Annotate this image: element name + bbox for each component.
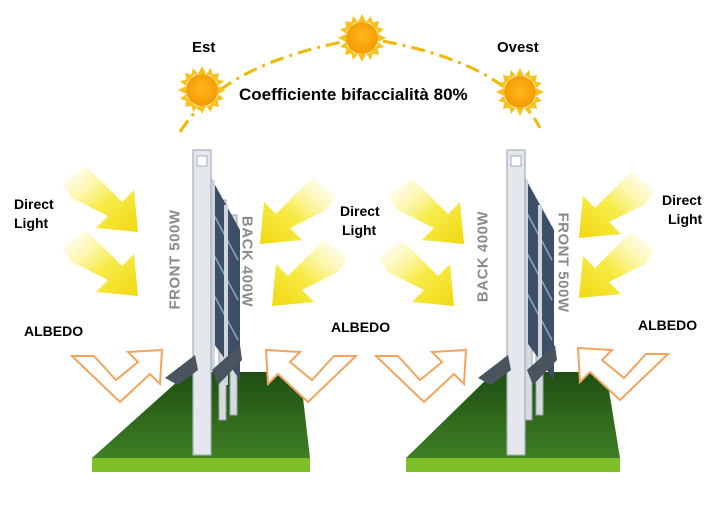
albedo-label-left: ALBEDO — [24, 323, 84, 339]
direct-light-text-middle-1: Direct — [340, 203, 380, 219]
direct-light-arrow-7 — [579, 172, 655, 238]
direct-light-arrow-6 — [378, 240, 454, 306]
albedo-arrow-3 — [375, 349, 467, 403]
direct-light-arrow-3 — [260, 178, 336, 244]
back-label-left: BACK 400W — [238, 215, 256, 308]
direct-light-label-right: Direct Light — [662, 192, 703, 228]
bifacial-panel-left — [165, 149, 242, 456]
sun-icon-noon — [338, 14, 386, 62]
bifacial-panel-right — [478, 149, 557, 456]
direct-light-arrow-4 — [272, 240, 348, 306]
albedo-arrow-1 — [71, 349, 163, 403]
direct-light-arrow-2 — [62, 230, 138, 296]
direct-light-arrow-5 — [388, 178, 464, 244]
direct-light-arrow-1 — [62, 166, 138, 232]
albedo-label-right: ALBEDO — [638, 317, 698, 333]
direct-light-text-left-2: Light — [14, 215, 49, 232]
direct-light-arrow-8 — [579, 232, 655, 298]
diagram-title: Coefficiente bifaccialità 80% — [239, 85, 468, 104]
sun-icon-west — [496, 68, 544, 116]
east-label: Est — [192, 39, 216, 56]
direct-light-label-left: Direct Light — [14, 196, 54, 232]
albedo-label-middle: ALBEDO — [331, 319, 391, 335]
sun-icon-east — [178, 66, 226, 114]
direct-light-text-right-1: Direct — [662, 192, 702, 208]
front-label-right: FRONT 500W — [554, 212, 572, 313]
direct-light-text-middle-2: Light — [342, 222, 377, 239]
direct-light-text-left-1: Direct — [14, 196, 54, 212]
direct-light-text-right-2: Light — [668, 211, 703, 228]
back-label-right: BACK 400W — [474, 210, 492, 303]
front-label-left: FRONT 500W — [166, 209, 184, 310]
west-label: Ovest — [497, 39, 539, 56]
direct-light-label-middle: Direct Light — [340, 203, 380, 239]
